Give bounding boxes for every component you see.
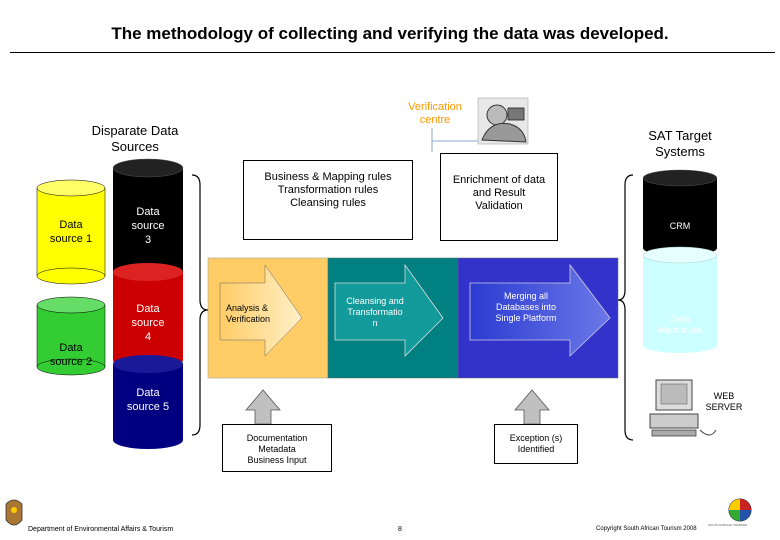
disparate-sources-heading: Disparate Data Sources (91, 123, 179, 154)
crm-cylinder (642, 169, 718, 256)
sa-tourism-logo (728, 498, 752, 522)
merging-arrow (457, 257, 619, 379)
data-source-5-cylinder (113, 355, 183, 449)
enrichment-box: Enrichment of data and Result Validation (440, 153, 558, 241)
title-divider (10, 52, 775, 53)
coat-of-arms-logo (5, 499, 23, 526)
footer-copyright: Copyright South African Tourism 2008 (596, 526, 697, 532)
data-source-2-cylinder (36, 296, 106, 376)
exception-box: Exception (s) Identified (494, 424, 578, 464)
data-warehouse-cylinder (642, 246, 718, 353)
verification-centre-illustration (477, 97, 529, 145)
data-source-1-cylinder (36, 179, 106, 285)
analysis-arrow (207, 257, 329, 379)
exception-up-arrow (514, 389, 550, 425)
cleansing-label: Cleansing and Transformatio n (346, 296, 404, 328)
documentation-up-arrow (245, 389, 281, 425)
analysis-label: Analysis & Verification (226, 303, 271, 324)
footer-logo-text: SOUTH AFRICAN TOURISM (708, 523, 747, 527)
web-server-label: WEB SERVER (705, 391, 743, 412)
rules-box: Business & Mapping rules Transformation … (243, 160, 413, 240)
cleansing-arrow (327, 257, 459, 379)
page-title: The methodology of collecting and verify… (111, 24, 669, 43)
footer-page-number: 8 (398, 526, 402, 533)
documentation-box: Documentation Metadata Business Input (222, 424, 332, 472)
verification-centre-heading: Verification centre (408, 101, 462, 126)
data-warehouse-label: Data Warehouse (657, 314, 703, 335)
merging-label: Merging all Databases into Single Platfo… (495, 291, 557, 323)
sat-target-heading: SAT Target Systems (648, 128, 712, 159)
footer-department: Department of Environmental Affairs & To… (28, 526, 174, 533)
web-server-illustration (649, 379, 717, 437)
crm-label: CRM (669, 221, 691, 231)
